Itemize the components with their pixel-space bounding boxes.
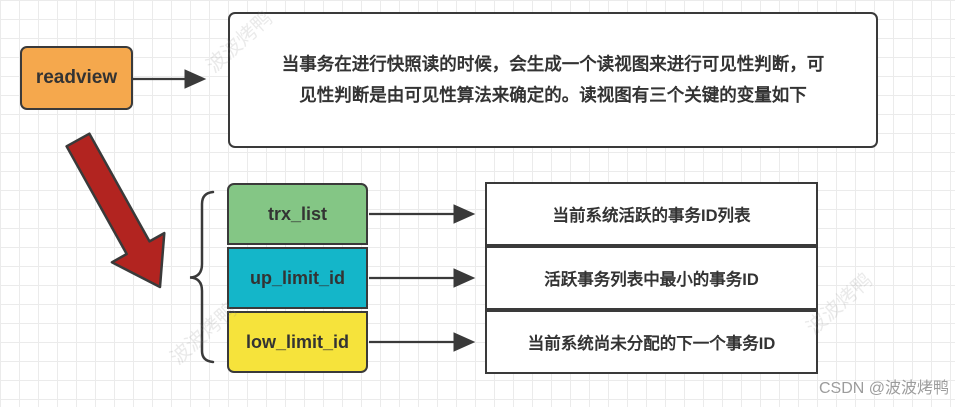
variable-description-label: 当前系统尚未分配的下一个事务ID — [527, 335, 776, 353]
variable-node-low-limit-id: low_limit_id — [227, 311, 368, 373]
variable-description-label: 当前系统活跃的事务ID列表 — [552, 207, 751, 225]
variable-label: low_limit_id — [245, 331, 350, 352]
variable-label: trx_list — [267, 203, 328, 224]
variable-description-trx-list: 当前系统活跃的事务ID列表 — [485, 182, 818, 246]
description-box: 当事务在进行快照读的时候，会生成一个读视图来进行可见性判断，可 见性判断是由可见… — [228, 12, 878, 148]
variable-description-label: 活跃事务列表中最小的事务ID — [544, 271, 759, 289]
red-block-arrow-icon — [65, 132, 166, 289]
variable-node-up-limit-id: up_limit_id — [227, 247, 368, 309]
description-line-1: 当事务在进行快照读的时候，会生成一个读视图来进行可见性判断，可 — [281, 54, 825, 75]
variable-description-up-limit-id: 活跃事务列表中最小的事务ID — [485, 246, 818, 310]
curly-brace-icon — [189, 190, 215, 364]
variable-node-trx-list: trx_list — [227, 183, 368, 245]
description-line-2: 见性判断是由可见性算法来确定的。读视图有三个关键的变量如下 — [299, 85, 807, 105]
variable-label: up_limit_id — [249, 267, 345, 288]
variable-description-low-limit-id: 当前系统尚未分配的下一个事务ID — [485, 310, 818, 374]
csdn-watermark: CSDN @波波烤鸭 — [818, 380, 949, 397]
readview-node-label: readview — [35, 67, 118, 88]
readview-node: readview — [20, 46, 133, 110]
